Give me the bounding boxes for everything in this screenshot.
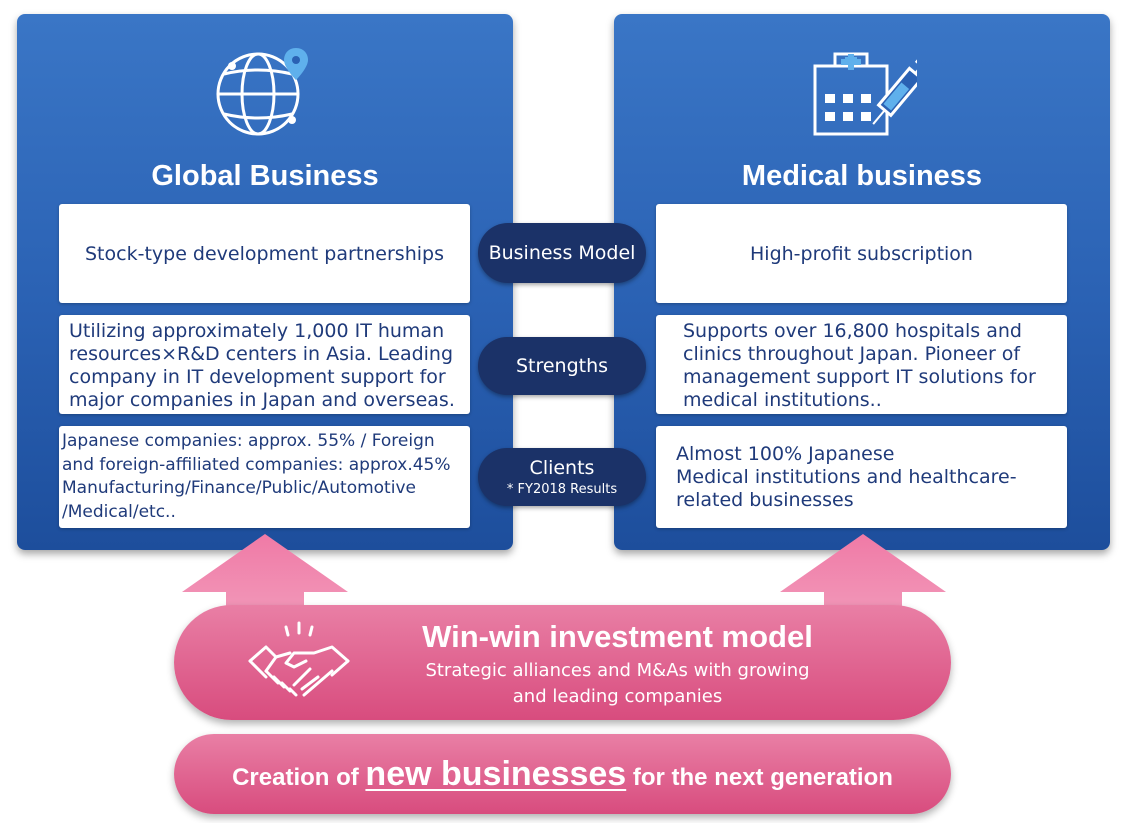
medical-business-title: Medical business: [741, 160, 983, 192]
winwin-subtitle-line: and leading companies: [512, 686, 723, 707]
medical-strengths-text: Supports over 16,800 hospitals and clini…: [683, 320, 1036, 411]
handshake-icon: [248, 621, 350, 697]
strengths-label: Strengths: [515, 355, 609, 377]
medical-clients-line: Medical institutions and healthcare-: [676, 466, 1017, 488]
winwin-subtitle: Strategic alliances and M&As with growin…: [344, 658, 891, 710]
medical-clients-line: Almost 100% Japanese: [676, 443, 895, 465]
creation-text: Creation of new businesses for the next …: [232, 755, 893, 794]
business-model-label: Business Model: [488, 242, 636, 264]
global-clients-line: Manufacturing/Finance/Public/Automotive: [62, 478, 416, 498]
creation-pill: Creation of new businesses for the next …: [174, 734, 951, 814]
global-business-title: Global Business: [151, 160, 379, 192]
global-clients-line: and foreign-affiliated companies: approx…: [62, 454, 451, 475]
up-arrow-icon: [182, 534, 348, 660]
winwin-title: Win-win investment model: [422, 619, 813, 654]
global-clients-line: /Medical/etc..: [62, 501, 176, 522]
creation-prefix: Creation of: [232, 763, 366, 791]
up-arrow-icon: [780, 534, 946, 660]
medical-strengths-box: Supports over 16,800 hospitals and clini…: [656, 315, 1067, 414]
creation-suffix: for the next generation: [626, 763, 893, 791]
globe-pin-icon: [216, 48, 308, 136]
global-clients-line: Japanese companies: approx. 55% / Foreig…: [62, 431, 435, 451]
creation-emphasis: new businesses: [365, 754, 627, 793]
medical-business-model-text: High-profit subscription: [750, 242, 973, 265]
strengths-pill: Strengths: [478, 337, 646, 395]
winwin-subtitle-line: Strategic alliances and M&As with growin…: [425, 660, 810, 681]
medical-clients-line: related businesses: [676, 489, 854, 511]
global-business-model-text: Stock-type development partnerships: [85, 242, 444, 265]
medical-clients-box: Almost 100% Japanese Medical institution…: [656, 426, 1067, 528]
clients-label: Clients: [529, 457, 595, 479]
business-model-pill: Business Model: [478, 223, 646, 283]
clients-pill: Clients * FY2018 Results: [478, 448, 646, 506]
medical-business-model-box: High-profit subscription: [656, 204, 1067, 303]
global-clients-box: Japanese companies: approx. 55% / Foreig…: [59, 426, 470, 528]
winwin-model-pill: Win-win investment model Strategic allia…: [174, 605, 951, 720]
clients-note: * FY2018 Results: [506, 482, 618, 497]
global-strengths-text: Utilizing approximately 1,000 IT human r…: [69, 320, 455, 411]
global-strengths-box: Utilizing approximately 1,000 IT human r…: [59, 315, 470, 414]
hospital-syringe-icon: [813, 52, 917, 136]
global-business-model-box: Stock-type development partnerships: [59, 204, 470, 303]
